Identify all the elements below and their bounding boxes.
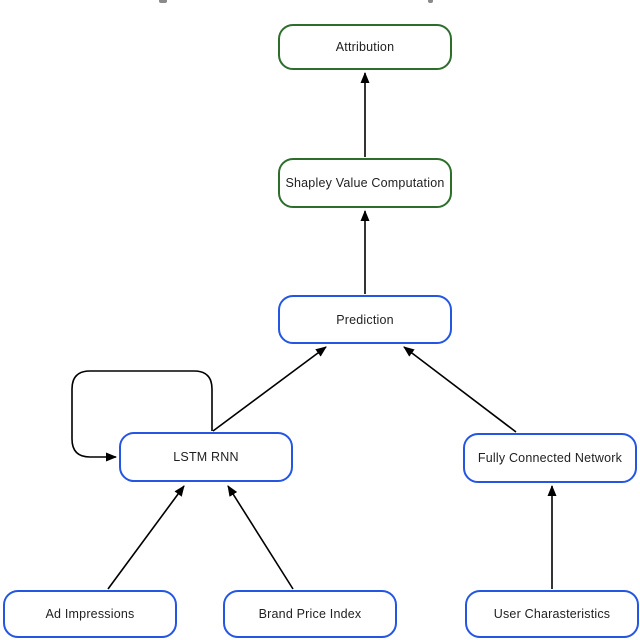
node-ad-impressions-label: Ad Impressions — [45, 607, 135, 621]
node-attribution-label: Attribution — [335, 40, 395, 54]
edge-lstm-self-loop — [71, 370, 213, 462]
node-shapley-value-computation-label: Shapley Value Computation — [285, 176, 445, 190]
node-attribution: Attribution — [278, 24, 452, 70]
node-prediction-label: Prediction — [336, 312, 394, 327]
edge-brandpriceindex-to-lstm — [227, 485, 294, 590]
node-brand-price-index-label: Brand Price Index — [258, 607, 362, 621]
node-prediction: Prediction — [278, 295, 452, 344]
node-shapley-value-computation: Shapley Value Computation — [278, 158, 452, 208]
cropped-caption-remnant — [428, 0, 433, 3]
node-fully-connected-network: Fully Connected Network — [463, 433, 637, 483]
node-lstm-rnn-label: LSTM RNN — [173, 450, 239, 464]
edge-fcn-to-prediction — [403, 346, 517, 433]
edge-lstm-to-prediction — [212, 346, 327, 432]
node-lstm-rnn: LSTM RNN — [119, 432, 293, 482]
node-ad-impressions: Ad Impressions — [3, 590, 177, 638]
node-fully-connected-network-label: Fully Connected Network — [477, 451, 623, 465]
node-brand-price-index: Brand Price Index — [223, 590, 397, 638]
cropped-caption-remnant — [159, 0, 167, 3]
node-user-characteristics-label: User Charasteristics — [493, 607, 611, 621]
node-user-characteristics: User Charasteristics — [465, 590, 639, 638]
edge-adimpressions-to-lstm — [107, 485, 185, 590]
